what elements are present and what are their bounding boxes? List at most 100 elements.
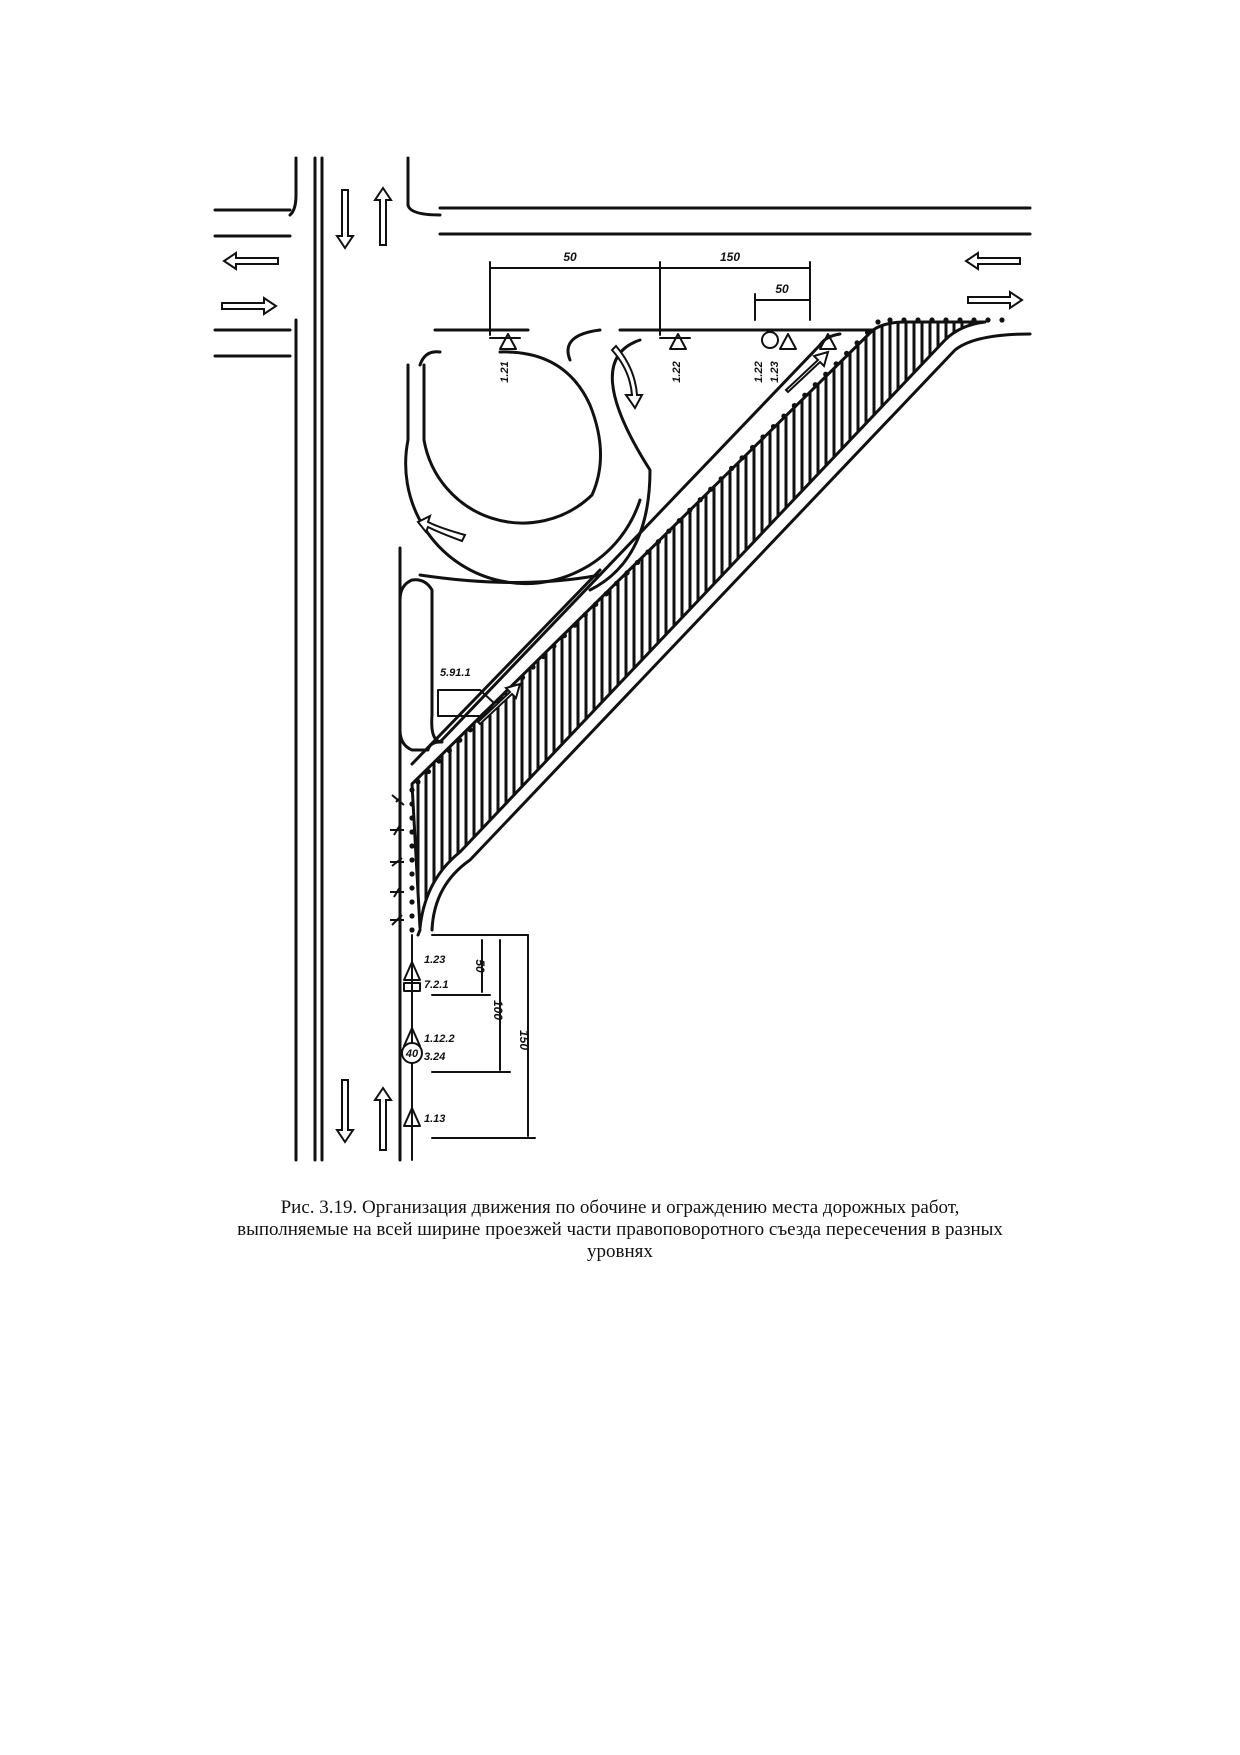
figure-caption: Рис. 3.19. Организация движения по обочи… (180, 1197, 1060, 1263)
speed-limit-sign: 40 (401, 1042, 423, 1064)
barrier-dot (854, 340, 860, 346)
barrier-dot (781, 413, 787, 419)
diagonal-arrow-icon (476, 682, 522, 726)
dimension-label: 100 (491, 1000, 505, 1020)
speed-limit-value: 40 (405, 1048, 419, 1060)
barrier-dot (530, 664, 536, 670)
sign-label: 1.23 (769, 361, 781, 382)
arrow-left-icon (964, 251, 1021, 271)
barrier-dot (634, 559, 641, 566)
barrier-dot (739, 455, 745, 461)
barrier-dot (436, 758, 442, 764)
barrier-dot (415, 779, 421, 785)
barrier-dot (446, 748, 452, 754)
barrier-dot (812, 382, 818, 388)
barrier-dot (999, 317, 1005, 323)
island-sign-icon (437, 689, 495, 717)
arrow-left-icon (222, 251, 279, 271)
barrier-dot (409, 829, 415, 835)
barrier-dot (409, 913, 415, 919)
barrier-dot (593, 601, 599, 607)
loop-ramp (404, 328, 652, 592)
sign-label: 1.22 (671, 361, 683, 382)
barrier-dot (915, 317, 921, 323)
lane-arrows (221, 186, 1024, 1151)
barrier-dot (457, 737, 463, 743)
barrier-dot (823, 371, 829, 377)
barrier-dot (519, 674, 526, 681)
barrier-dot (655, 538, 662, 545)
barrier-dot (943, 317, 949, 323)
barrier-dot (957, 317, 963, 323)
dimension-label: 50 (563, 250, 577, 264)
curve-arrow-icon (416, 514, 467, 543)
island-sign-label: 5.91.1 (440, 667, 471, 679)
barrier-dot (409, 843, 415, 849)
barrier-dot (718, 476, 724, 482)
barrier-dot (929, 317, 935, 323)
barrier-dot (887, 317, 893, 323)
barrier-dot (582, 612, 588, 618)
barrier-dot (409, 815, 415, 821)
sign-label: 1.22 (753, 361, 765, 382)
barrier-dot (666, 528, 672, 534)
sign-label: 1.21 (499, 361, 511, 382)
barrier-dot (572, 622, 578, 628)
barrier-dot (729, 465, 735, 471)
barrier-dot (409, 787, 415, 793)
traffic-island (398, 578, 444, 752)
caption-line: Рис. 3.19. Организация движения по обочи… (280, 1197, 960, 1218)
shoulder-markers (390, 794, 405, 926)
barrier-dot (802, 392, 808, 398)
barrier-dot (409, 871, 415, 877)
barrier-dot (697, 497, 703, 503)
barrier-dot (901, 317, 907, 323)
barrier-dot (985, 317, 991, 323)
sign-label: 7.2.1 (424, 979, 448, 991)
diagonal-arrow-icon (784, 350, 830, 394)
sign-label: 1.13 (424, 1113, 445, 1125)
barrier-dots (409, 317, 1005, 933)
arrow-up-icon (373, 186, 393, 246)
barrier-dot (561, 633, 567, 639)
barrier-dot (749, 444, 756, 451)
barrier-dot (645, 549, 651, 555)
barrier-dot (971, 317, 977, 323)
curve-arrow-icon (610, 344, 644, 410)
top-dimension-lines (489, 261, 811, 336)
barrier-dot (467, 727, 473, 733)
vertical-road (288, 156, 442, 1162)
dimension-label: 50 (775, 282, 789, 296)
arrow-down-icon (335, 1079, 355, 1144)
arrow-down-icon (335, 189, 355, 250)
dimension-label: 150 (720, 250, 740, 264)
arrow-up-icon (373, 1086, 393, 1151)
barrier-dot (409, 899, 415, 905)
dimension-label: 150 (517, 1030, 531, 1050)
barrier-dot (540, 653, 547, 660)
right-turn-ramp (410, 332, 1032, 937)
bottom-dimension-lines (431, 934, 536, 1139)
arrow-right-icon (967, 290, 1024, 310)
closed-work-zone (410, 320, 987, 930)
barrier-dot (425, 768, 432, 775)
barrier-dot (409, 801, 415, 807)
caption-line: уровнях (587, 1241, 653, 1262)
caption-line: выполняемые на всей ширине проезжей част… (237, 1219, 1003, 1240)
barrier-dot (760, 434, 766, 440)
barrier-dot (833, 361, 839, 367)
barrier-dot (551, 643, 557, 649)
barrier-dot (409, 857, 415, 863)
barrier-dot (791, 403, 797, 409)
barrier-dot (708, 486, 714, 492)
arrow-right-icon (221, 296, 278, 316)
sign-label: 3.24 (424, 1051, 445, 1063)
barrier-dot (770, 423, 777, 430)
barrier-dot (844, 350, 850, 356)
barrier-dot (409, 885, 415, 891)
barrier-dot (676, 518, 682, 524)
barrier-dot (624, 570, 630, 576)
barrier-dot (875, 319, 881, 325)
horizontal-road-left (213, 208, 292, 358)
